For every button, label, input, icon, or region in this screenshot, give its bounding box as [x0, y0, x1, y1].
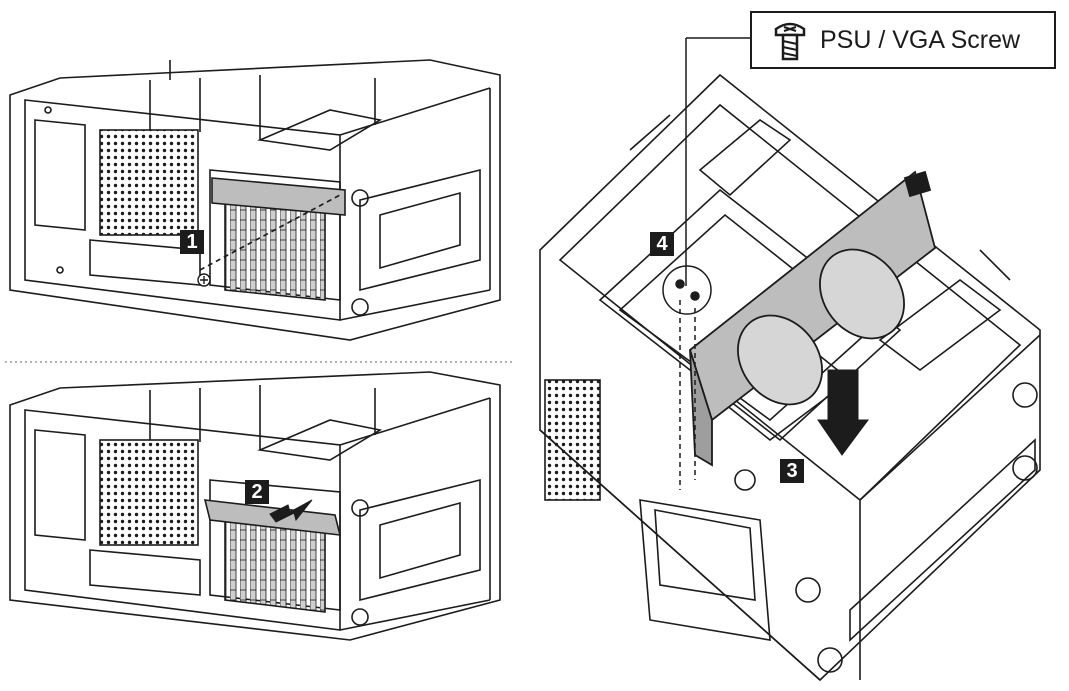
screw-legend: PSU / VGA Screw: [750, 11, 1056, 69]
screw-1: [197, 273, 211, 287]
removal-arrow: [269, 499, 313, 523]
graphics-card: [688, 170, 937, 467]
step-4-badge: 4: [650, 232, 674, 256]
step-1-badge: 1: [180, 230, 204, 254]
insertion-arrow: [817, 369, 869, 456]
legend-label: PSU / VGA Screw: [820, 26, 1021, 54]
step-2-badge: 2: [245, 480, 269, 504]
step-3-badge: 3: [780, 459, 804, 483]
screw-callout: [662, 37, 750, 490]
panel-2-case-rear: [9, 371, 501, 641]
panel-1-case-rear: [9, 59, 501, 341]
screw-icon: [774, 22, 806, 61]
